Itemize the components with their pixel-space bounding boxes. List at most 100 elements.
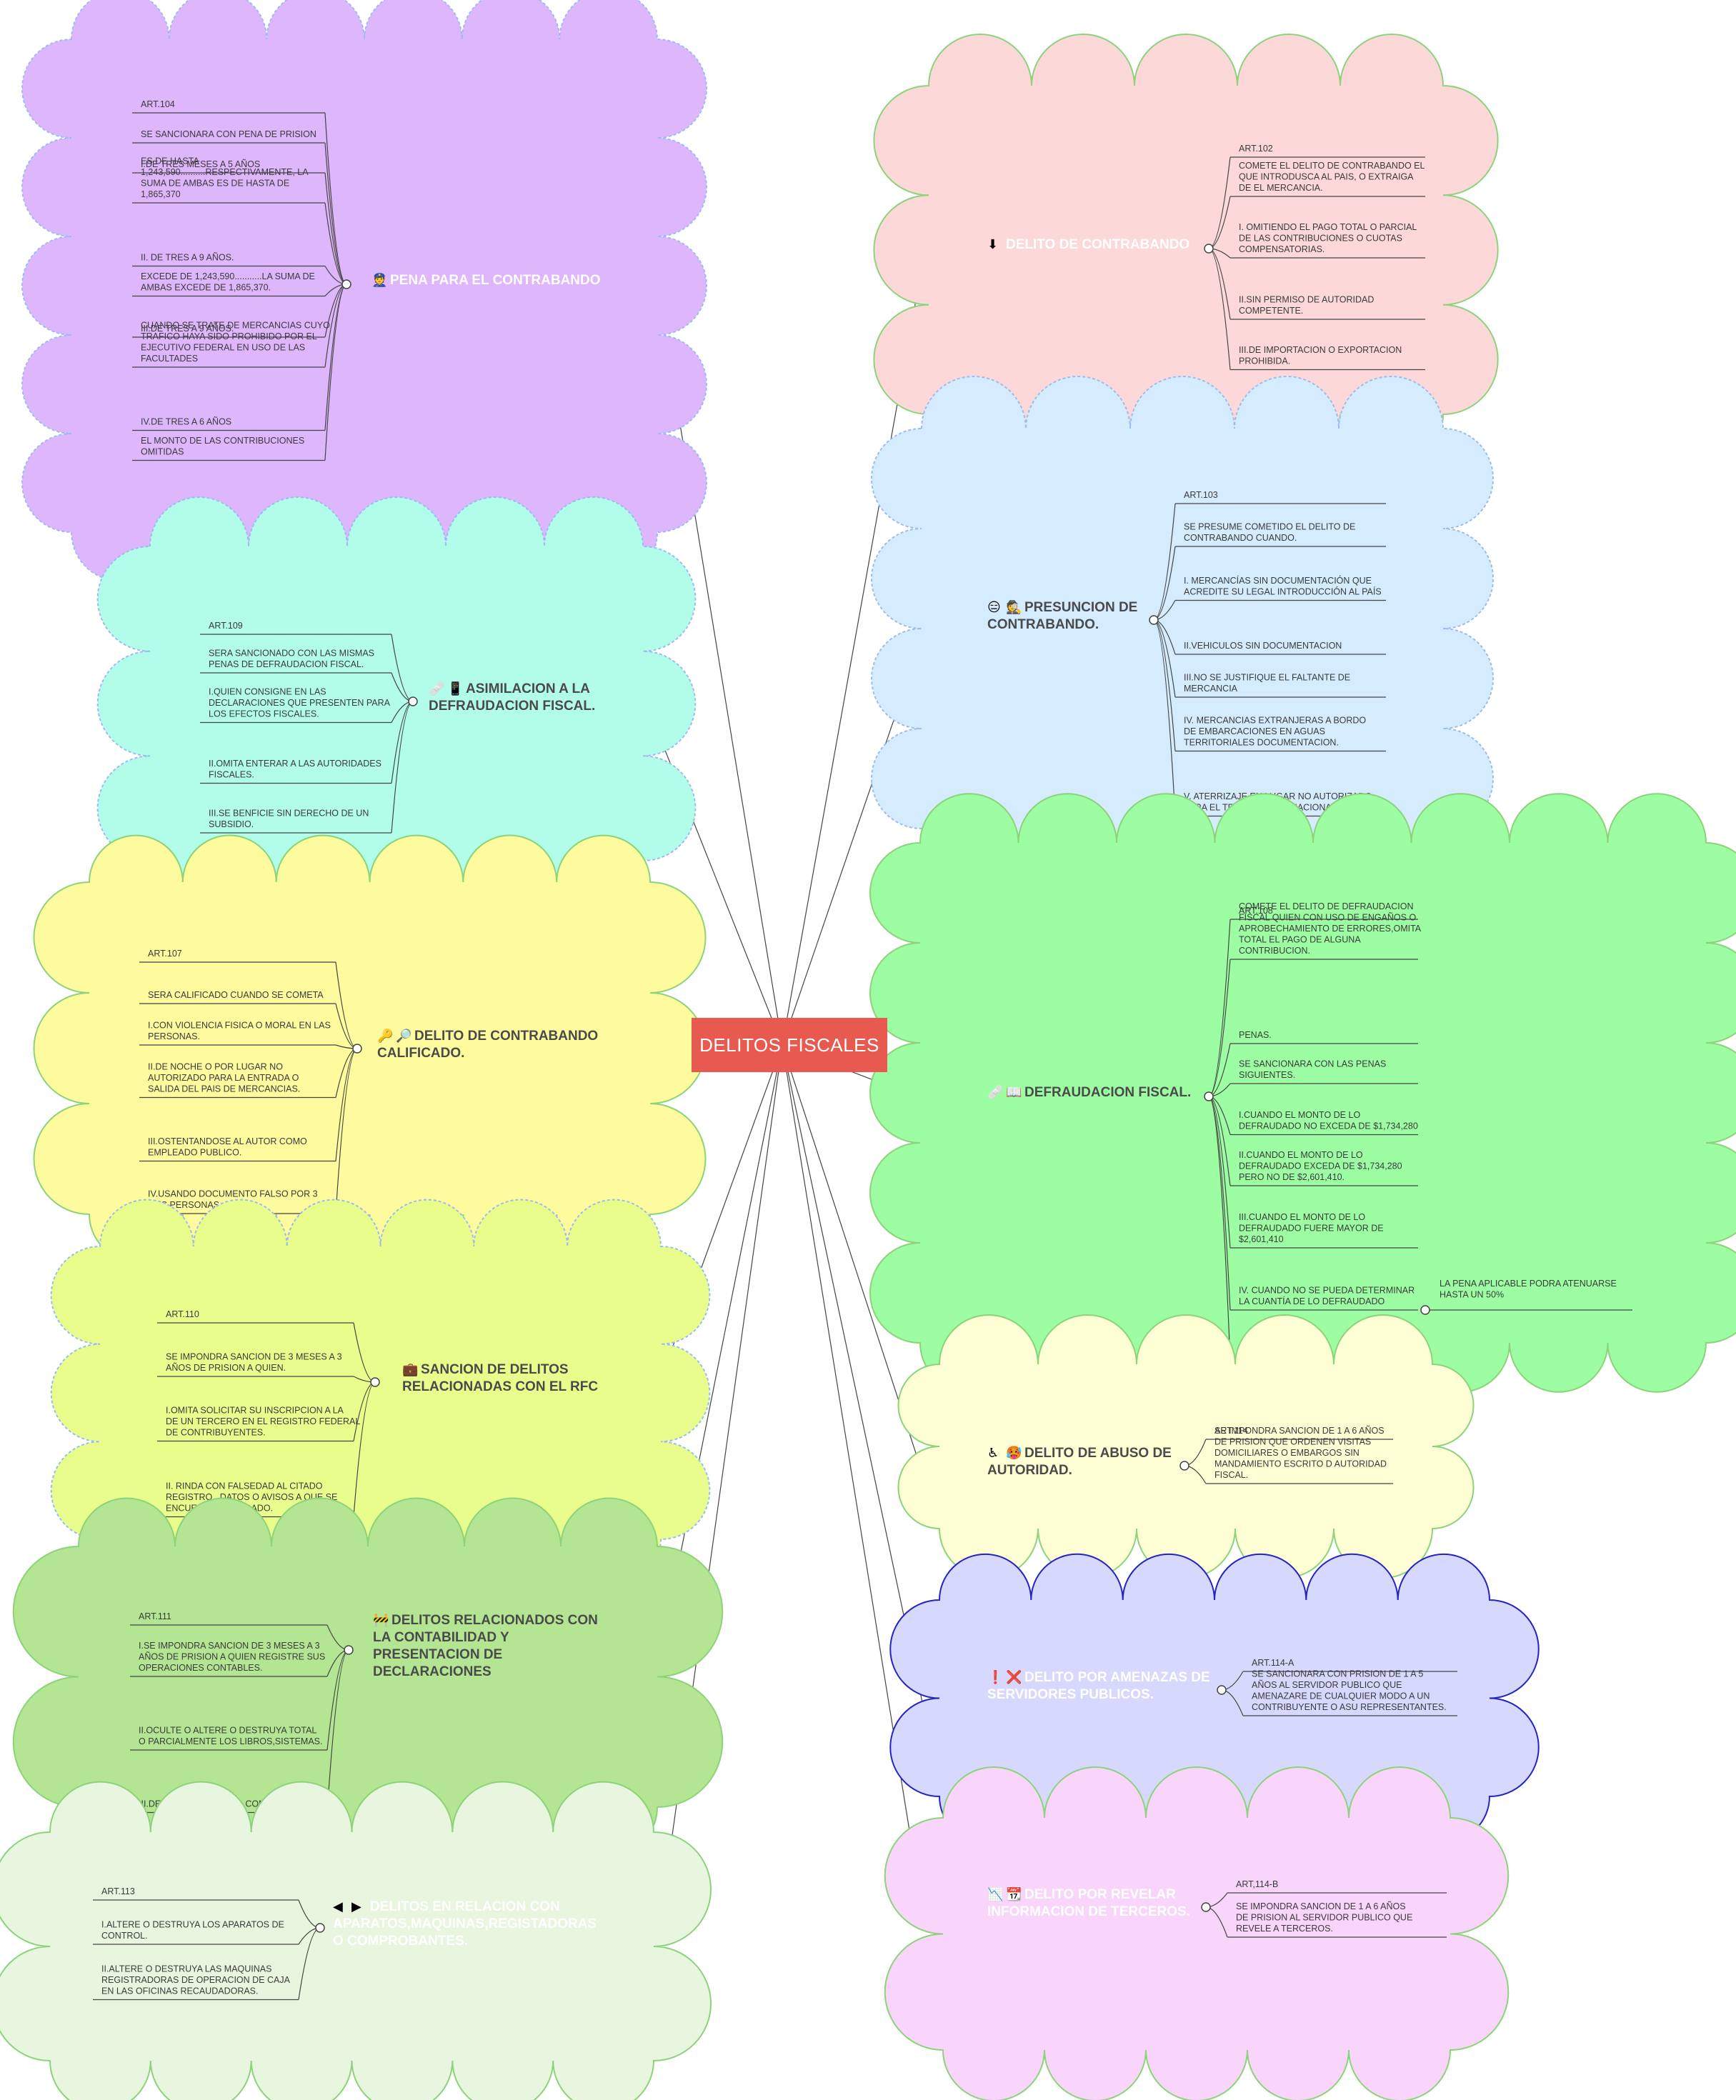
collapse-handle[interactable] bbox=[1149, 615, 1159, 625]
collapse-handle[interactable] bbox=[344, 1645, 354, 1655]
branch-item[interactable]: SE SANCIONARA CON PENA DE PRISION bbox=[141, 129, 316, 139]
branch-item[interactable]: ART.104 bbox=[141, 99, 175, 109]
topic-title[interactable]: DELITO DE CONTRABANDO bbox=[1006, 237, 1189, 252]
branch-item[interactable]: ART,114-B bbox=[1236, 1879, 1278, 1889]
collapse-handle[interactable] bbox=[1217, 1685, 1227, 1695]
branch-item-line: DE EMBARCACIONES EN AGUAS bbox=[1184, 726, 1325, 736]
branch-item[interactable]: I.DE TRES MESES A 5 AÑOS bbox=[141, 159, 260, 169]
branch-item[interactable]: ART.114-A bbox=[1252, 1658, 1294, 1668]
branch-item[interactable]: PENAS. bbox=[1239, 1030, 1272, 1040]
branch-item[interactable]: ART.110 bbox=[166, 1309, 199, 1319]
branch-item-line: I.ALTERE O DESTRUYA LOS APARATOS DE bbox=[101, 1920, 284, 1930]
topic-title-line: PRESENTACION DE bbox=[373, 1647, 502, 1662]
branch-item-line: COMETE EL DELITO DE CONTRABANDO EL bbox=[1239, 161, 1425, 171]
branch-item[interactable]: III.DE TRES A 9 AÑOS. bbox=[141, 324, 234, 334]
branch-item[interactable]: EXCEDE DE 1,243,590...........LA SUMA DE… bbox=[141, 271, 315, 293]
branch-item[interactable]: ART.107 bbox=[148, 949, 182, 959]
branch-item-line: AÑOS DE PRISION A QUIEN REGISTRE SUS bbox=[139, 1652, 325, 1662]
branch-item[interactable]: ART.113 bbox=[101, 1886, 135, 1896]
branch-item[interactable]: IV.DE TRES A 6 AÑOS bbox=[141, 417, 231, 427]
collapse-handle[interactable] bbox=[1204, 1091, 1214, 1101]
topic-pena-contrabando[interactable]: ART.104 SE SANCIONARA CON PENA DE PRISION… bbox=[21, 0, 707, 582]
topic-title[interactable]: PENA PARA EL CONTRABANDO bbox=[390, 273, 601, 288]
collapse-handle[interactable] bbox=[370, 1377, 380, 1387]
collapse-handle[interactable] bbox=[408, 696, 418, 706]
branch-item[interactable]: ART.108 bbox=[1239, 906, 1273, 916]
branch-item[interactable]: SERA CALIFICADO CUANDO SE COMETA bbox=[148, 990, 324, 1000]
collapse-handle[interactable] bbox=[315, 1923, 325, 1933]
collapse-handle[interactable] bbox=[1201, 1902, 1211, 1912]
branch-line bbox=[1208, 1096, 1231, 1361]
branch-item[interactable]: II.VEHICULOS SIN DOCUMENTACION bbox=[1184, 641, 1342, 651]
sub-collapse-handle[interactable] bbox=[1420, 1305, 1430, 1315]
branch-item[interactable]: ART.109 bbox=[209, 621, 243, 631]
collapse-handle[interactable] bbox=[1204, 244, 1214, 254]
branch-item[interactable]: ART.111 bbox=[139, 1611, 171, 1621]
branch-item[interactable]: ART.102 bbox=[1239, 144, 1273, 154]
collapse-handle[interactable] bbox=[1179, 1461, 1189, 1471]
topic-amenazas-servidores[interactable]: ART.114-ASE SANCIONARA CON PRISION DE 1 … bbox=[889, 1553, 1540, 1844]
branch-item[interactable]: ART.114 bbox=[1214, 1426, 1248, 1436]
branch-item-line: TRAFICO HAYA SIDO PROHIBIDO POR EL bbox=[141, 331, 317, 341]
topic-title-line: RELACIONADAS CON EL RFC bbox=[402, 1379, 598, 1394]
topic-title[interactable]: DEFRAUDACION FISCAL. bbox=[1024, 1085, 1191, 1100]
branch-item[interactable]: ART.103 bbox=[1184, 490, 1218, 500]
collapse-handle[interactable] bbox=[352, 1044, 362, 1054]
central-topic[interactable]: DELITOS FISCALES bbox=[692, 1018, 887, 1072]
topic-revelar-informacion[interactable]: ART,114-B SE IMPONDRA SANCION DE 1 A 6 AÑ… bbox=[884, 1766, 1510, 2100]
branch-item[interactable]: II. DE TRES A 9 AÑOS. bbox=[141, 253, 234, 263]
branch-item-line: DEFRAUDADO NO EXCEDA DE $1,734,280 bbox=[1239, 1121, 1418, 1131]
collapse-handle[interactable] bbox=[341, 279, 351, 289]
